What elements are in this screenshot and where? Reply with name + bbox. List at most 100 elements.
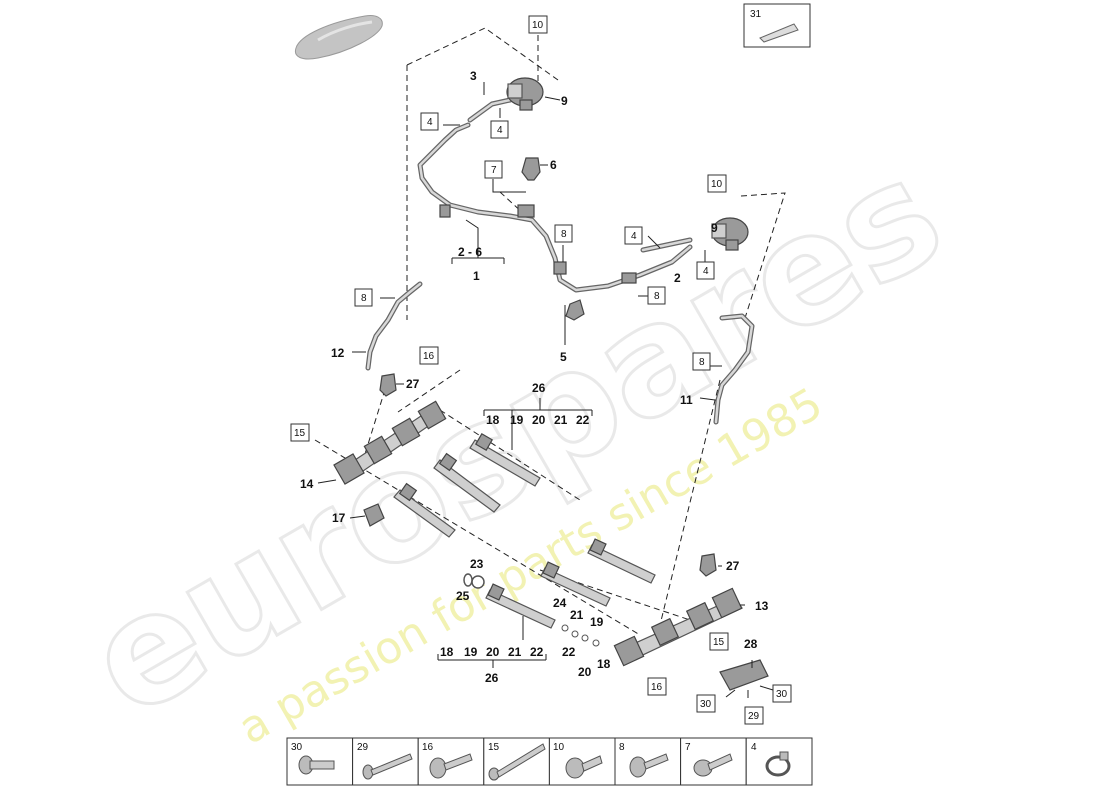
fastener-cell-30[interactable]: 30: [286, 737, 354, 786]
callout-18-upper: 18: [486, 413, 500, 427]
leader-lines: [317, 82, 774, 698]
fuel-rail-13[interactable]: [613, 587, 743, 667]
ref-box-8-d[interactable]: 8: [692, 352, 711, 371]
callout-1: 1: [473, 269, 480, 283]
seal-kit-small-parts[interactable]: [561, 624, 600, 647]
high-pressure-pump-lower[interactable]: [711, 217, 749, 251]
callout-19-small: 19: [590, 615, 604, 629]
ref-box-16-upper[interactable]: 16: [419, 346, 439, 365]
hex-bolt-icon: [629, 753, 669, 778]
svg-text:10: 10: [532, 20, 544, 31]
fastener-cell-15[interactable]: 15: [483, 737, 550, 786]
part-31-tube-box[interactable]: 31: [743, 3, 811, 48]
fastener-cell-8[interactable]: 8: [614, 737, 682, 786]
callout-2-6: 2 - 6: [458, 245, 482, 259]
callout-22-lower: 22: [530, 645, 544, 659]
svg-text:30: 30: [291, 742, 303, 753]
fastener-cell-7[interactable]: 7: [680, 737, 747, 786]
fastener-cell-16[interactable]: 16: [417, 737, 485, 786]
callout-3: 3: [470, 69, 477, 83]
callout-21-small: 21: [570, 608, 584, 622]
svg-text:8: 8: [654, 291, 660, 302]
svg-text:4: 4: [497, 125, 503, 136]
stud-bolt-icon: [488, 743, 546, 781]
pressure-pipe-12[interactable]: [365, 281, 423, 371]
callout-21-upper: 21: [554, 413, 568, 427]
callout-20-upper: 20: [532, 413, 546, 427]
callout-26-upper: 26: [532, 381, 546, 395]
washer-bolt-icon: [693, 753, 733, 777]
ref-box-15-lower[interactable]: 15: [709, 632, 729, 651]
bracket-28[interactable]: [719, 659, 769, 691]
ref-box-30-left[interactable]: 30: [696, 694, 716, 713]
callout-9-lower: 9: [711, 221, 718, 235]
fuel-line-assembly-1: [417, 97, 693, 293]
fastener-cell-10[interactable]: 10: [548, 737, 616, 786]
svg-text:16: 16: [422, 742, 434, 753]
callout-27-right: 27: [726, 559, 740, 573]
svg-text:4: 4: [703, 266, 709, 277]
callout-2: 2: [674, 271, 681, 285]
ref-box-8-a[interactable]: 8: [554, 224, 573, 243]
ref-box-4-b[interactable]: 4: [490, 120, 509, 139]
paste-tube-icon: [759, 23, 799, 43]
ref-box-15-upper[interactable]: 15: [290, 423, 310, 442]
callout-22-upper: 22: [576, 413, 590, 427]
fastener-cell-29[interactable]: 29: [352, 737, 419, 786]
fuel-line-clip: [553, 261, 567, 275]
callout-9-upper: 9: [561, 94, 568, 108]
car-silhouette-icon: [294, 15, 383, 60]
svg-text:10: 10: [553, 742, 565, 753]
rail-pressure-sensor-27-left[interactable]: [379, 373, 397, 397]
callout-5: 5: [560, 350, 567, 364]
ref-box-7[interactable]: 7: [484, 160, 503, 179]
svg-text:29: 29: [748, 711, 760, 722]
callout-23: 23: [470, 557, 484, 571]
ref-box-29[interactable]: 29: [744, 706, 764, 725]
dashed-assembly-lines: [314, 27, 786, 636]
collar-bolt-icon: [565, 755, 603, 779]
ref-box-4-a[interactable]: 4: [420, 112, 439, 131]
ref-box-4-d[interactable]: 4: [696, 261, 715, 280]
callout-6: 6: [550, 158, 557, 172]
callout-18-lower: 18: [440, 645, 454, 659]
long-bolt-icon: [362, 753, 413, 780]
ref-box-30-right[interactable]: 30: [772, 684, 792, 703]
callout-27-left: 27: [406, 377, 420, 391]
ref-box-4-c[interactable]: 4: [624, 226, 643, 245]
ref-box-8-b[interactable]: 8: [354, 288, 373, 307]
ref-box-8-c[interactable]: 8: [647, 286, 666, 305]
callout-17: 17: [332, 511, 346, 525]
part-31-label: 31: [750, 9, 762, 20]
callout-21-lower: 21: [508, 645, 522, 659]
svg-text:15: 15: [713, 637, 725, 648]
svg-text:7: 7: [685, 742, 691, 753]
hose-clamp-icon: [765, 751, 791, 777]
pressure-sensor-6[interactable]: [521, 157, 541, 181]
pressure-pipe-11[interactable]: [713, 313, 755, 425]
callout-19-lower: 19: [464, 645, 478, 659]
svg-text:8: 8: [699, 357, 705, 368]
injectors-upper-set[interactable]: [393, 432, 541, 538]
svg-text:30: 30: [700, 699, 712, 710]
callout-18-small: 18: [597, 657, 611, 671]
fastener-cell-4[interactable]: 4: [745, 737, 813, 786]
fuel-rail-14[interactable]: [333, 400, 447, 485]
ref-box-10-lower[interactable]: 10: [707, 174, 727, 193]
rail-pressure-sensor-27-right[interactable]: [699, 553, 717, 577]
ref-box-16-lower[interactable]: 16: [647, 677, 667, 696]
injector-clamp-17[interactable]: [363, 503, 385, 527]
ref-box-10-upper[interactable]: 10: [528, 15, 548, 34]
callout-22-small: 22: [562, 645, 576, 659]
callout-19-upper: 19: [510, 413, 524, 427]
pressure-sensor-5[interactable]: [565, 299, 585, 321]
callout-14: 14: [300, 477, 314, 491]
svg-text:8: 8: [561, 229, 567, 240]
svg-text:4: 4: [751, 742, 757, 753]
high-pressure-pump-upper[interactable]: [506, 77, 544, 111]
seal-rings-23-25[interactable]: [463, 573, 485, 589]
boxed-reference-labels: 10 4 4 7 10 8 4 4 8 8 16 8 15 15 16 30 3…: [290, 15, 792, 725]
injectors-lower-set[interactable]: [485, 538, 656, 629]
svg-text:30: 30: [776, 689, 788, 700]
